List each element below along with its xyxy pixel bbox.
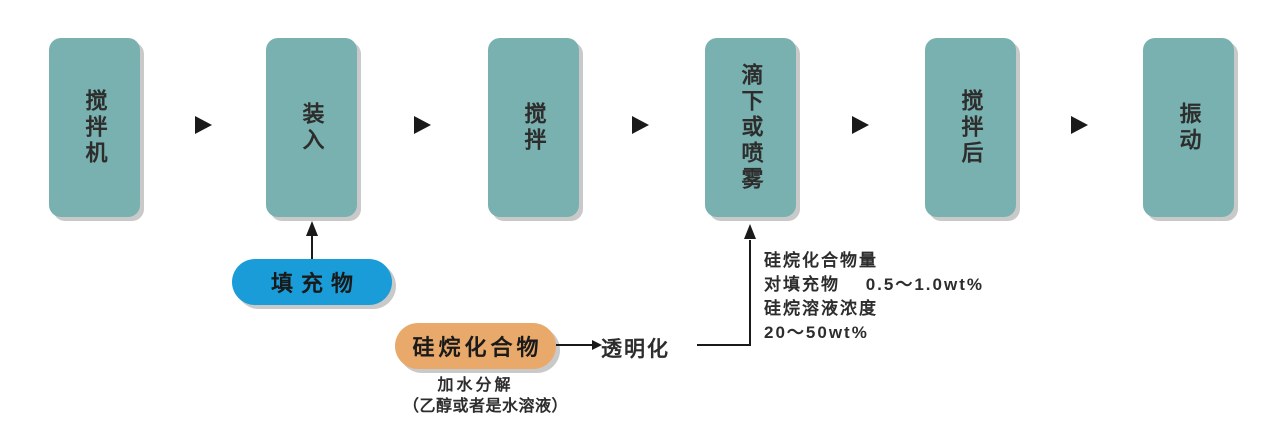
flow-arrow-icon (852, 116, 869, 134)
flow-step-vibration: 振动 (1143, 38, 1234, 217)
flow-arrow-icon (632, 116, 649, 134)
flow-arrow-icon (195, 116, 212, 134)
arrow-up-icon (306, 221, 318, 236)
flow-step-mixer: 搅拌机 (49, 38, 140, 217)
flow-arrow-icon (414, 116, 431, 134)
filler-label: 填充物 (270, 271, 361, 296)
filler-pill: 填充物 (232, 259, 392, 305)
silane-label: 硅烷化合物 (412, 335, 543, 360)
annotation-line: 硅烷溶液浓度 (764, 299, 878, 318)
annotation-line: 对填充物 0.5～1.0wt% (764, 275, 984, 294)
flow-step-label: 搅拌 (521, 101, 547, 154)
flow-step-load: 装入 (266, 38, 357, 217)
arrow-up-icon (744, 224, 756, 239)
dosage-annotation: 硅烷化合物量 对填充物 0.5～1.0wt% 硅烷溶液浓度 20～50wt% (764, 249, 984, 345)
flow-arrow-icon (1071, 116, 1088, 134)
filler-arrow-line (311, 236, 313, 259)
flow-step-stir: 搅拌 (488, 38, 579, 217)
connector-v-line (749, 240, 751, 346)
silane-note-solvent: （乙醇或者是水溶液） (402, 398, 568, 415)
flow-step-label: 搅拌机 (82, 88, 108, 167)
flow-step-label: 振动 (1176, 101, 1202, 154)
arrow-right-icon (592, 340, 602, 350)
transparency-label: 透明化 (601, 338, 670, 361)
annotation-line: 硅烷化合物量 (764, 251, 878, 270)
silane-pill: 硅烷化合物 (395, 323, 556, 369)
connector-h-line (697, 344, 751, 346)
flow-step-drip-spray: 滴下或喷雾 (705, 38, 796, 217)
flow-step-after-stir: 搅拌后 (925, 38, 1016, 217)
silane-arrow-line (556, 344, 593, 346)
flow-step-label: 装入 (299, 101, 325, 154)
silane-note-hydrolysis: 加水分解 (437, 377, 514, 394)
flow-step-label: 滴下或喷雾 (738, 62, 764, 193)
annotation-line: 20～50wt% (764, 323, 869, 342)
flow-step-label: 搅拌后 (958, 88, 984, 167)
